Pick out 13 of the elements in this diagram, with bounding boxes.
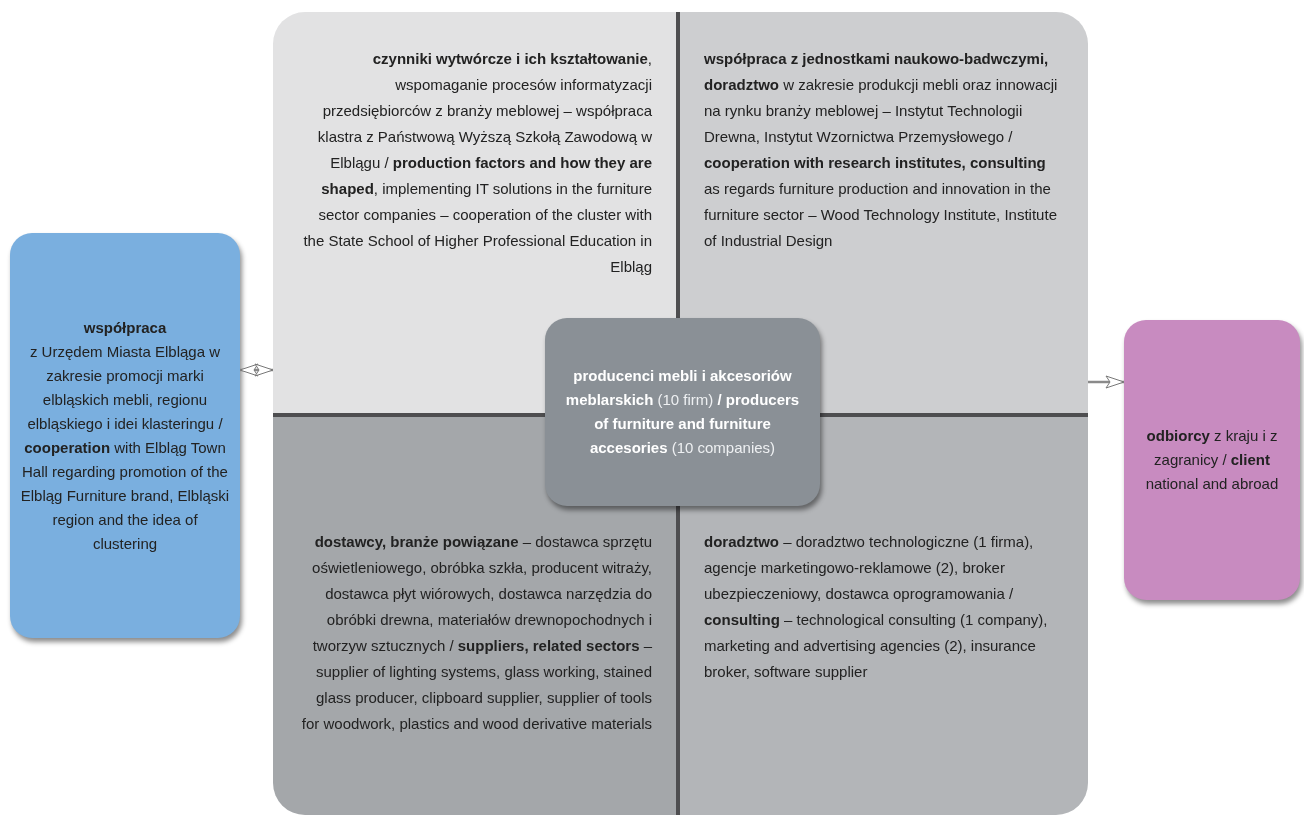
arrow [239,363,274,377]
box-text: współpraca z jednostkami naukowo-badwczymi, doradztwo w zakresie produkcji mebli oraz innowacji na rynku branży meblowej – Instytut Technologii Drewna, Instytut Wzornictwa Przemysłowego / cooperation with research institutes, consulting as regards furniture production and innovation in the furniture sector – Wood Technology Institute, Institute of Industrial Design [704,49,1059,251]
rounded-box [1124,320,1300,600]
box-text: z Urzędem Miasta Elbląga w zakresie promocji marki elbląskich mebli, regionu elbląskiego i idei klasteringu / cooperation with Elbląg Town Hall regarding promotion of the Elbląg Furniture brand, Elbląski region and the idea of clustering [20,341,230,554]
box-text: czynniki wytwórcze i ich kształtowanie, wspomaganie procesów informatyzacji przedsiębiorców z branży meblowej – współpraca klastra z Państwową Wyższą Szkołą Zawodową w Elblągu / production factors and how they are shaped, implementing IT solutions in the furniture sector companies – cooperation of the cluster with the State School of Higher Professional Education in Elbląg [302,49,652,277]
box-text: odbiorcy z kraju i z zagranicy / client national and abroad [1144,426,1280,494]
arrow [1088,375,1125,389]
box-text: doradztwo – doradztwo technologiczne (1 firma), agencje marketingowo-reklamowe (2), broker ubezpieczeniowy, dostawca oprogramowania / consulting – technological consulting (1 company), marketing and advertising agencies (2), insurance broker, software supplier [704,532,1049,682]
center-box [545,318,820,506]
box-text: dostawcy, branże powiązane – dostawca sprzętu oświetleniowego, obróbka szkła, producent witraży, dostawca płyt wiórowych, dostawca narzędzia do obróbki drewna, materiałów drewnopochodnych i tworzyw sztucznych / suppliers, related sectors – supplier of lighting systems, glass working, stained glass producer, clipboard supplier, supplier of tools for woodwork, plastics and wood derivative materials [300,532,652,734]
rounded-box [10,233,240,638]
box-heading: współpraca [82,317,168,338]
box-text: producenci mebli i akcesoriów meblarskich (10 firm) / producers of furniture and furniture accesories (10 companies) [564,366,801,458]
